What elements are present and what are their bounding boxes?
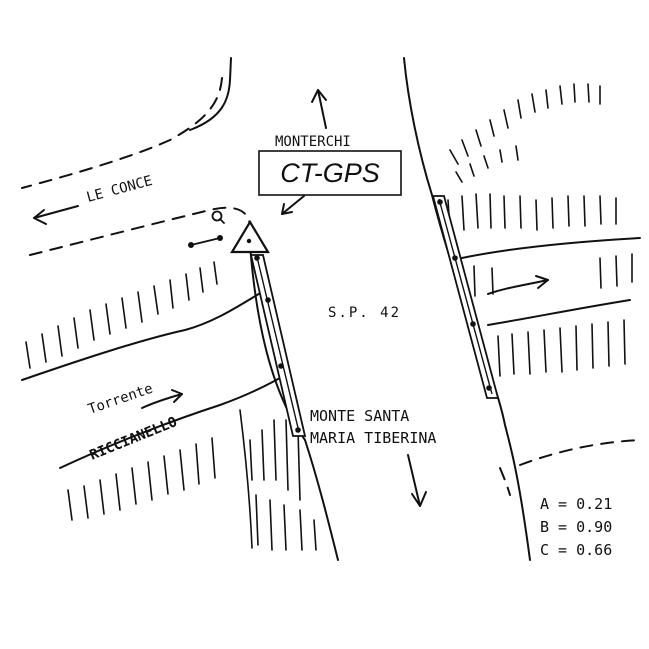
arrow-north-head — [311, 89, 327, 103]
profile-east — [431, 195, 500, 399]
le-conce-south-dash — [29, 206, 251, 256]
dashed-roads — [21, 77, 641, 496]
se-road-dash-2 — [499, 467, 511, 496]
arrow-west-icon — [33, 205, 79, 219]
station-box-label: CT-GPS — [280, 158, 380, 188]
arrow-field-flow-icon — [487, 279, 549, 295]
legend-row-b: B = 0.90 — [540, 518, 612, 536]
legend: A = 0.21 B = 0.90 C = 0.66 — [540, 495, 612, 559]
profile-node — [470, 321, 476, 327]
profile-node — [254, 255, 260, 261]
field-line-1 — [461, 237, 641, 259]
river-banks — [21, 291, 281, 469]
arrow-south-head — [411, 491, 427, 507]
profile-node — [278, 363, 284, 369]
profile-node — [452, 255, 458, 261]
field-lines — [461, 237, 641, 326]
le-conce-north-dash — [21, 77, 223, 189]
river-bank-north — [21, 291, 263, 381]
field-line-2 — [487, 299, 631, 326]
arrow-south-icon — [407, 454, 421, 507]
arrow-river-flow-icon — [141, 393, 183, 409]
profile-node — [486, 385, 492, 391]
label-monte-line2: MARIA TIBERINA — [310, 429, 436, 447]
profile-west — [249, 254, 307, 437]
profile-west-axis — [256, 256, 300, 433]
label-riccianello: RICCIANELLO — [88, 414, 180, 464]
gps-station-triangle-icon — [230, 219, 270, 254]
label-monterchi: MONTERCHI — [275, 134, 351, 150]
direction-arrows — [33, 89, 549, 507]
river-bank-south — [59, 377, 281, 469]
arrow-station-pointer-head — [281, 203, 293, 215]
road-edge-sw — [304, 439, 339, 561]
label-le-conce: LE CONCE — [85, 173, 154, 206]
label-torrente: Torrente — [86, 381, 155, 418]
arrow-river-flow-head — [171, 389, 183, 403]
profile-node — [437, 199, 443, 205]
legend-row-c: C = 0.66 — [540, 541, 612, 559]
label-monte-line1: MONTE SANTA — [310, 407, 409, 425]
arrow-field-flow-head — [535, 275, 549, 289]
legend-row-a: A = 0.21 — [540, 495, 612, 513]
short-profile — [188, 235, 223, 248]
station-label-box — [258, 150, 402, 196]
label-road: S.P. 42 — [328, 305, 401, 321]
arrow-station-pointer-icon — [281, 195, 305, 215]
road-edge-nw — [189, 57, 232, 131]
profile-east-axis — [438, 198, 493, 395]
profile-node — [295, 427, 301, 433]
arrow-west-head — [33, 209, 47, 225]
loop-symbol-icon — [211, 210, 225, 224]
profile-node — [265, 297, 271, 303]
se-road-dash — [519, 439, 641, 466]
arrow-north-icon — [317, 89, 327, 129]
slope-hatching — [25, 83, 633, 551]
